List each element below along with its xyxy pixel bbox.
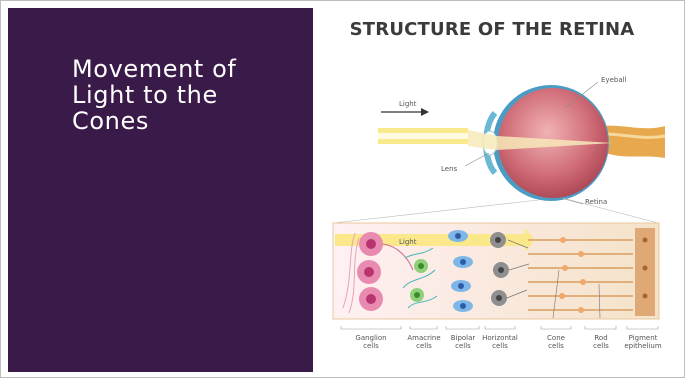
optic-nerve — [603, 126, 665, 158]
title-panel: Movement of Light to the Cones — [8, 8, 313, 372]
label-light-band: Light — [399, 238, 417, 246]
retina-illustration: Light Eyeball Lens Retina — [313, 8, 680, 372]
slide-title: Movement of Light to the Cones — [72, 56, 302, 134]
label-eyeball: Eyeball — [601, 76, 627, 84]
label-lens: Lens — [441, 165, 458, 173]
light-arrow — [381, 108, 429, 116]
retina-figure: STRUCTURE OF THE RETINA Light — [313, 8, 680, 372]
label-light-top: Light — [399, 100, 417, 108]
